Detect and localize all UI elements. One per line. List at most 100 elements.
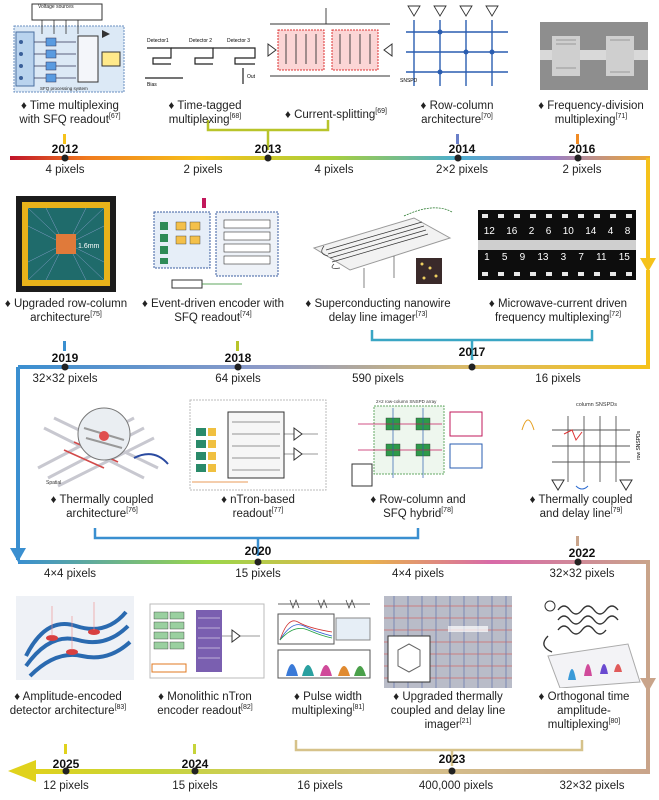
caption-text: Row-column and SFQ hybrid — [379, 494, 466, 520]
caption-text: Superconducting nanowire delay line imag… — [314, 298, 451, 324]
caption-r4b: ♦ Monolithic nTron encoder readout[82] — [140, 690, 270, 718]
bullet-icon: ♦ — [285, 109, 291, 121]
caption-ref: [70] — [481, 113, 493, 121]
pixel-label: 7 — [578, 252, 584, 263]
caption-r3a: ♦ Thermally coupled architecture[76] — [42, 493, 162, 521]
pixels-r1e: 2 pixels — [562, 164, 602, 176]
pixel-label: 10 — [562, 226, 574, 237]
caption-ref: [73] — [415, 311, 428, 319]
thumb-pulse-width — [274, 596, 374, 680]
pixels-r2a: 32×32 pixels — [32, 373, 98, 385]
year-2014: 2014 — [448, 142, 476, 156]
pixel-label: 9 — [519, 252, 526, 263]
bullet-icon: ♦ — [294, 691, 300, 703]
bullet-icon: ♦ — [50, 494, 57, 506]
thumb-current-splitting — [266, 4, 394, 90]
caption-ref: [69] — [375, 108, 387, 116]
caption-ref: [71] — [615, 113, 628, 121]
svg-text:row SNSPDs: row SNSPDs — [636, 430, 642, 460]
pixels-r4a: 12 pixels — [43, 780, 89, 792]
caption-ref: [72] — [609, 311, 622, 319]
pixels-r3a: 4×4 pixels — [43, 568, 97, 580]
thumb-microwave-frequency: 12 16 2 6 10 14 4 8 1 5 9 13 3 7 11 15 — [478, 210, 636, 280]
caption-ref: [21] — [459, 718, 472, 726]
thumb-amplitude-encoded — [16, 596, 134, 680]
thumb-ntron-readout — [188, 398, 328, 492]
freq-top-labels: 12 16 2 6 10 14 4 8 — [478, 226, 636, 237]
svg-text:Bias: Bias — [147, 82, 157, 88]
year-2019: 2019 — [51, 351, 79, 365]
year-2018: 2018 — [224, 351, 252, 365]
caption-text: Thermally coupled and delay line — [538, 494, 633, 520]
thumb-orthogonal-time-amplitude — [528, 596, 642, 688]
pixels-r2d: 16 pixels — [535, 373, 581, 385]
caption-r2b: ♦ Event-driven encoder with SFQ readout[… — [140, 297, 286, 325]
pixels-r1a: 4 pixels — [45, 164, 85, 176]
label-voltage-sources: Voltage sources — [38, 4, 74, 10]
pixels-r3c: 4×4 pixels — [391, 568, 445, 580]
caption-text: Time multiplexing with SFQ readout — [19, 100, 119, 126]
year-2012: 2012 — [51, 142, 79, 156]
caption-r1b: ♦ Time-tagged multiplexing[68] — [150, 99, 260, 127]
bullet-icon: ♦ — [4, 298, 11, 310]
bullet-icon: ♦ — [393, 691, 400, 703]
freq-bottom-labels: 1 5 9 13 3 7 11 15 — [478, 252, 636, 263]
thumb-frequency-division — [540, 22, 648, 90]
pixels-r2c: 590 pixels — [352, 373, 404, 385]
thumb-upgraded-thermal-delay — [384, 596, 512, 688]
caption-ref: [79] — [610, 507, 623, 515]
bullet-icon: ♦ — [141, 298, 148, 310]
bullet-icon: ♦ — [529, 494, 536, 506]
bullet-icon: ♦ — [420, 100, 427, 112]
pixels-r4e: 32×32 pixels — [559, 780, 625, 792]
pixels-r4d: 400,000 pixels — [418, 780, 494, 792]
svg-text:Detector 2: Detector 2 — [189, 38, 212, 44]
thumb-upgraded-row-column: 1.6mm — [16, 196, 116, 292]
bullet-icon: ♦ — [14, 691, 21, 703]
caption-r1e: ♦ Frequency-division multiplexing[71] — [528, 99, 654, 127]
thumb-monolithic-ntron — [148, 602, 266, 680]
caption-text: Thermally coupled architecture — [59, 494, 154, 520]
year-2024: 2024 — [181, 757, 209, 771]
pixels-r1d: 2×2 pixels — [435, 164, 489, 176]
year-2023: 2023 — [438, 752, 466, 766]
year-2017: 2017 — [458, 345, 486, 359]
thumb-time-tagged: Detector1 Detector 2 Detector 3 Bias Out — [143, 28, 263, 90]
caption-r1d: ♦ Row-column architecture[70] — [402, 99, 512, 127]
svg-text:1.6mm: 1.6mm — [78, 243, 100, 250]
label-column-snspds: column SNSPDs — [576, 402, 617, 408]
pixel-label: 8 — [624, 226, 631, 237]
thumb-row-column: SNSPD — [398, 2, 514, 94]
year-2016: 2016 — [568, 142, 596, 156]
row3-timeline — [18, 528, 656, 692]
caption-r2a: ♦ Upgraded row-column architecture[75] — [4, 297, 128, 325]
caption-text: Monolithic nTron encoder readout — [157, 691, 252, 717]
caption-r2c: ♦ Superconducting nanowire delay line im… — [296, 297, 460, 325]
caption-r1c: ♦ Current-splitting[69] — [276, 108, 396, 122]
thumb-thermal-delay-line: row SNSPDs column SNSPDs — [512, 400, 650, 492]
label-sfq-processing: SFQ processing system — [40, 86, 88, 91]
pixels-r1c: 4 pixels — [314, 164, 354, 176]
pixel-label: 3 — [560, 252, 567, 263]
caption-ref: [67] — [108, 113, 121, 121]
row2-timeline — [10, 270, 650, 562]
pixel-label: 11 — [596, 252, 607, 263]
svg-text:Detector 3: Detector 3 — [227, 38, 250, 44]
caption-ref: [78] — [441, 507, 453, 515]
caption-text: Row-column architecture — [421, 100, 494, 126]
pixel-label: 6 — [545, 226, 552, 237]
caption-ref: [77] — [271, 507, 284, 515]
pixels-r4b: 15 pixels — [172, 780, 218, 792]
svg-text:Out: Out — [247, 74, 256, 80]
thumb-nanowire-delay-line — [304, 198, 454, 290]
caption-r2d: ♦ Microwave-current driven frequency mul… — [480, 297, 636, 325]
caption-ref: [76] — [126, 507, 138, 515]
caption-text: Time-tagged multiplexing — [168, 100, 242, 126]
caption-text: Microwave-current driven frequency multi… — [494, 298, 628, 324]
caption-r4a: ♦ Amplitude-encoded detector architectur… — [8, 690, 128, 718]
bullet-icon: ♦ — [538, 691, 545, 703]
pixels-r1b: 2 pixels — [183, 164, 223, 176]
pixels-r3b: 15 pixels — [235, 568, 281, 580]
year-2022: 2022 — [568, 546, 596, 560]
